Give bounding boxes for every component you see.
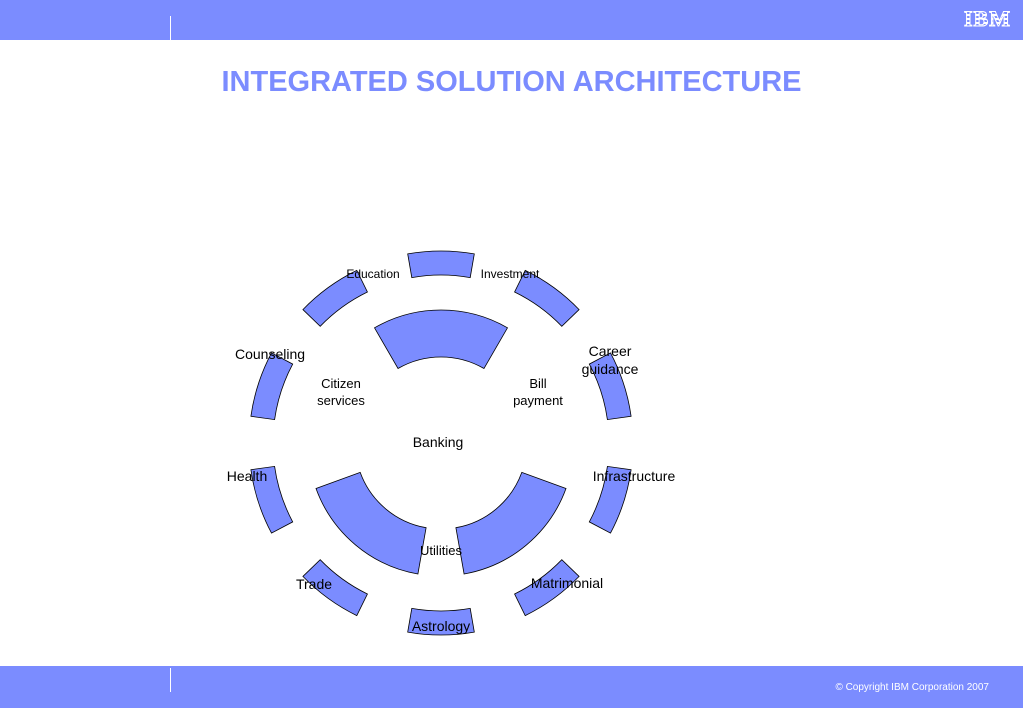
- outer-ring-segment: [588, 465, 632, 534]
- footer-divider: [170, 668, 171, 692]
- page-title: INTEGRATED SOLUTION ARCHITECTURE: [221, 66, 802, 98]
- outer-label-health: Health: [227, 468, 267, 484]
- header-divider: [170, 16, 171, 40]
- outer-ring-segment: [250, 352, 294, 421]
- outer-ring-segment: [588, 352, 632, 421]
- footer-bar: © Copyright IBM Corporation 2007: [0, 666, 1023, 708]
- center-label-banking: Banking: [413, 434, 464, 450]
- outer-label-matrimonial: Matrimonial: [531, 575, 603, 591]
- outer-ring-segment: [302, 559, 368, 617]
- outer-ring-segment: [514, 269, 580, 327]
- header-bar: IBM: [0, 0, 1023, 40]
- outer-label-investment: Investment: [481, 267, 540, 281]
- outer-ring-segment: [250, 465, 294, 534]
- outer-ring-segment: [407, 250, 475, 279]
- inner-ring-segment: [373, 309, 509, 370]
- outer-label-counseling: Counseling: [235, 346, 305, 362]
- outer-label-astrology: Astrology: [412, 618, 470, 634]
- outer-ring-segment: [302, 269, 368, 327]
- copyright-text: © Copyright IBM Corporation 2007: [835, 682, 989, 693]
- outer-ring-segment: [407, 607, 475, 636]
- outer-label-education: Education: [346, 267, 399, 281]
- inner-ring-segment: [455, 471, 567, 575]
- outer-label-trade: Trade: [296, 576, 332, 592]
- inner-ring-segment: [315, 471, 427, 575]
- outer-ring-segment: [514, 559, 580, 617]
- inner-ring: [315, 309, 567, 575]
- outer-ring: [250, 250, 632, 636]
- inner-label-utilities: Utilities: [420, 543, 462, 558]
- outer-label-infrastructure: Infrastructure: [593, 468, 676, 484]
- ibm-logo: IBM: [964, 6, 1011, 32]
